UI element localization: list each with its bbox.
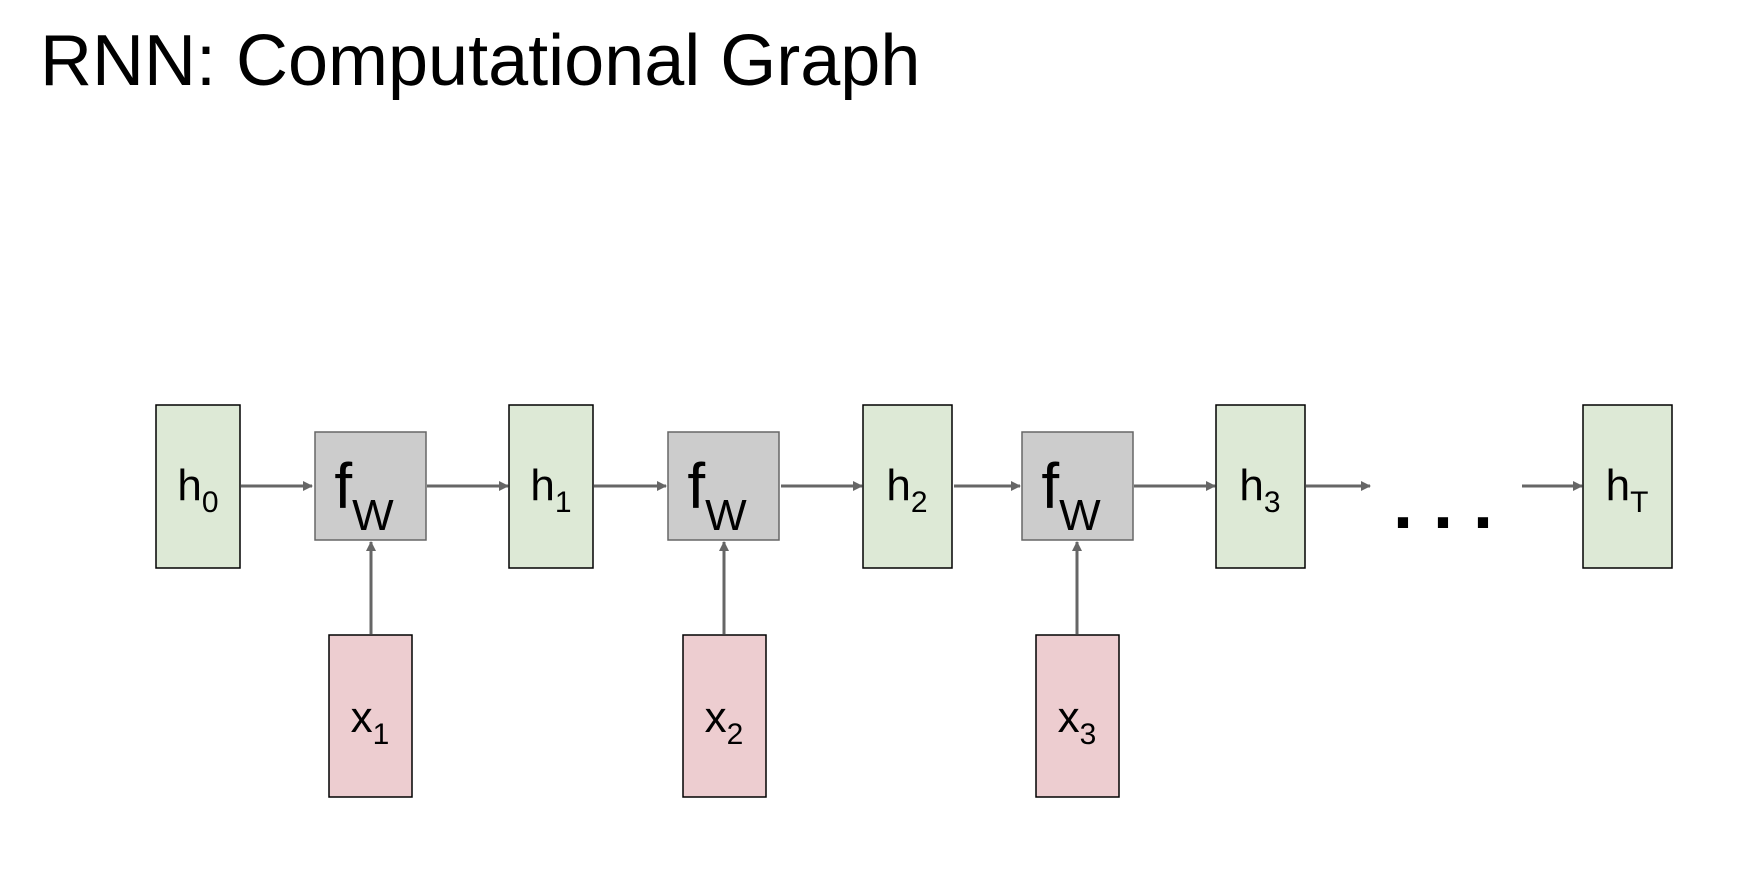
h1-main: h: [530, 461, 554, 510]
hidden-state-h0: h0: [155, 404, 241, 569]
slide-title: RNN: Computational Graph: [40, 21, 921, 101]
svg-text:h3: h3: [1239, 461, 1280, 519]
f2-main: f: [687, 450, 705, 522]
x2-main: x: [705, 693, 727, 742]
input-box-x3: x3: [1035, 634, 1120, 798]
svg-text:fW: fW: [1041, 450, 1101, 540]
f3-main: f: [1041, 450, 1059, 522]
hidden-state-h3: h3: [1215, 404, 1306, 569]
f3-sub: W: [1059, 491, 1101, 540]
input-box-x1: x1: [328, 634, 413, 798]
svg-text:h0: h0: [177, 461, 218, 519]
x1-sub: 1: [373, 718, 390, 751]
f1-sub: W: [352, 491, 394, 540]
x2-sub: 2: [727, 718, 744, 751]
svg-text:hT: hT: [1606, 461, 1649, 519]
function-box-1: fW: [314, 431, 427, 541]
x3-sub: 3: [1080, 718, 1097, 751]
hidden-state-h1: h1: [508, 404, 594, 569]
svg-text:fW: fW: [334, 450, 394, 540]
input-box-x2: x2: [682, 634, 767, 798]
input-arrows: [366, 541, 1082, 634]
svg-text:x2: x2: [705, 693, 744, 751]
hT-sub: T: [1630, 486, 1648, 519]
hidden-state-h2: h2: [862, 404, 953, 569]
x1-main: x: [351, 693, 373, 742]
f2-sub: W: [705, 491, 747, 540]
sequence-ellipsis: . . .: [1393, 464, 1493, 544]
h2-sub: 2: [911, 486, 928, 519]
h3-main: h: [1239, 461, 1263, 510]
svg-text:x3: x3: [1058, 693, 1097, 751]
svg-text:h1: h1: [530, 461, 571, 519]
h3-sub: 3: [1264, 486, 1281, 519]
f1-main: f: [334, 450, 352, 522]
h0-main: h: [177, 461, 201, 510]
svg-text:x1: x1: [351, 693, 390, 751]
hT-main: h: [1606, 461, 1630, 510]
hidden-state-hT: hT: [1582, 404, 1673, 569]
h0-sub: 0: [202, 486, 219, 519]
function-box-3: fW: [1021, 431, 1134, 541]
h1-sub: 1: [555, 486, 572, 519]
function-box-2: fW: [667, 431, 780, 541]
svg-text:fW: fW: [687, 450, 747, 540]
svg-text:h2: h2: [886, 461, 927, 519]
x3-main: x: [1058, 693, 1080, 742]
h2-main: h: [886, 461, 910, 510]
